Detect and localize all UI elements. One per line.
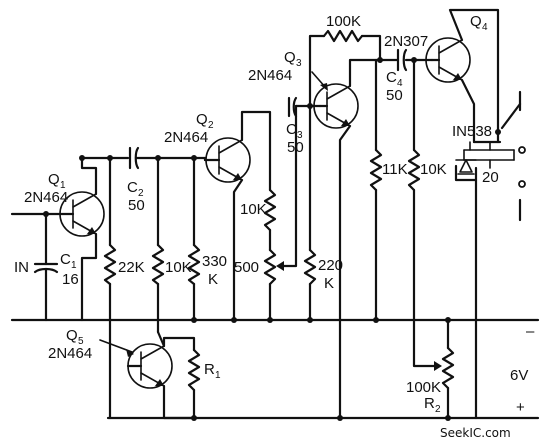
resistor-10k-a: [151, 243, 165, 286]
label-r11k: 11K: [382, 161, 408, 178]
label-relay: 20: [482, 169, 499, 186]
label-q5-sub: 5: [78, 336, 84, 347]
label-c4-val: 50: [386, 87, 403, 104]
resistor-330k: [187, 243, 201, 286]
label-c1-val: 16: [62, 271, 79, 288]
label-r2-val: 100K: [406, 379, 441, 396]
resistor-r1: [187, 348, 201, 392]
label-c2-val: 50: [128, 197, 145, 214]
potentiometer-500: [263, 248, 277, 286]
capacitor-c2: [128, 146, 140, 170]
label-c1: C: [60, 251, 71, 268]
label-c4-sub: 4: [397, 78, 403, 89]
label-r330-k: K: [208, 271, 218, 288]
label-q1-sub: 1: [60, 180, 66, 191]
label-pot500: 500: [234, 259, 259, 276]
watermark: SeekIC.com: [440, 426, 511, 440]
capacitor-c4: [396, 48, 408, 72]
label-6v: 6V: [510, 367, 528, 384]
label-q4-part: 2N307: [384, 33, 428, 50]
label-q4-sub: 4: [482, 22, 488, 33]
label-c3-sub: 3: [297, 130, 303, 141]
label-minus: –: [526, 323, 535, 340]
label-r2: R: [424, 395, 435, 412]
label-q3: Q: [284, 49, 296, 66]
label-c2: C: [127, 179, 138, 196]
resistor-10k-c: [407, 148, 421, 192]
relay-coil: [463, 141, 515, 169]
label-q2: Q: [196, 111, 208, 128]
label-q2-sub: 2: [208, 120, 214, 131]
label-q4: Q: [470, 13, 482, 30]
label-q1-part: 2N464: [24, 189, 68, 206]
label-q2-part: 2N464: [164, 129, 208, 146]
resistor-22k: [103, 243, 117, 286]
label-diode: IN538: [452, 123, 492, 140]
label-in: IN: [14, 259, 29, 276]
label-r220: 220: [318, 257, 343, 274]
label-r2-sub: 2: [435, 404, 441, 415]
label-r100k-top: 100K: [326, 13, 361, 30]
relay-contact: [500, 90, 526, 222]
resistor-10k-b: [263, 188, 277, 232]
label-r330: 330: [202, 253, 227, 270]
resistor-220k: [303, 248, 317, 286]
label-r10k-a: 10K: [165, 259, 192, 276]
diode-in538: [455, 159, 477, 175]
resistor-11k: [369, 148, 383, 192]
label-r10k-b: 10K: [240, 201, 267, 218]
label-c3-val: 50: [287, 139, 304, 156]
capacitor-c1: [33, 212, 59, 322]
label-c1-sub: 1: [71, 260, 77, 271]
label-r1: R: [204, 361, 215, 378]
label-r22k: 22K: [118, 259, 145, 276]
label-plus: +: [516, 399, 525, 416]
label-q5-part: 2N464: [48, 345, 92, 362]
label-c2-sub: 2: [138, 188, 144, 199]
label-q3-sub: 3: [296, 58, 302, 69]
resistor-100k-top: [322, 29, 364, 43]
label-r10k-c: 10K: [420, 161, 447, 178]
label-r1-sub: 1: [215, 370, 221, 381]
potentiometer-r2: [441, 346, 455, 390]
label-q3-part: 2N464: [248, 67, 292, 84]
label-c4: C: [386, 69, 397, 86]
label-q5: Q: [66, 327, 78, 344]
label-c3: C: [286, 121, 297, 138]
label-q1: Q: [48, 171, 60, 188]
label-r220-k: K: [324, 275, 334, 292]
